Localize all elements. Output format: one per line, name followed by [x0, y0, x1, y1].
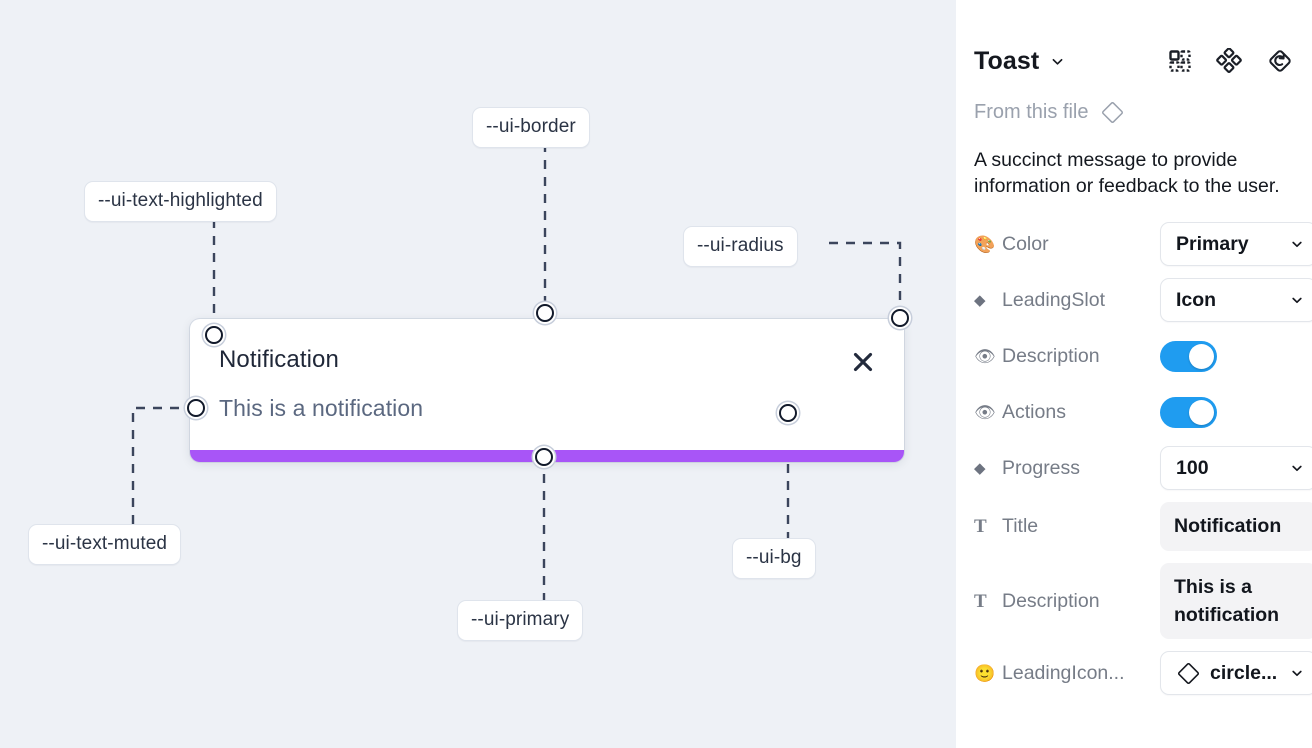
chevron-down-icon: [1284, 237, 1304, 251]
token-label-ui-text-highlighted[interactable]: --ui-text-highlighted: [84, 181, 277, 222]
property-row-color: 🎨 Color Primary: [974, 222, 1312, 267]
token-label-ui-primary[interactable]: --ui-primary: [457, 600, 584, 641]
property-name: Description: [1002, 344, 1100, 367]
from-this-file-row[interactable]: From this file: [974, 98, 1294, 126]
variants-icon[interactable]: [1216, 48, 1242, 74]
property-name: Progress: [1002, 456, 1081, 479]
handle-ui-text-muted[interactable]: [187, 399, 205, 417]
token-label-ui-bg[interactable]: --ui-bg: [732, 538, 816, 579]
handle-ui-primary[interactable]: [535, 448, 553, 466]
color-select[interactable]: Primary: [1160, 222, 1312, 267]
property-row-leadingicon: 🙂 LeadingIcon... circle...: [974, 651, 1312, 696]
property-label-description-text: T Description: [974, 590, 1160, 613]
component-set-icon[interactable]: [1168, 49, 1192, 73]
leadingicon-select[interactable]: circle...: [1160, 651, 1312, 696]
handle-ui-border[interactable]: [536, 304, 554, 322]
property-name: LeadingIcon...: [1002, 661, 1125, 684]
property-control: [1160, 396, 1312, 428]
property-control: 100: [1160, 446, 1312, 491]
property-label-leadingicon: 🙂 LeadingIcon...: [974, 662, 1160, 685]
token-label-ui-border[interactable]: --ui-border: [472, 107, 590, 148]
smiley-emoji-icon: 🙂: [974, 663, 996, 683]
property-name: Color: [1002, 232, 1049, 255]
property-control: Notification: [1160, 502, 1312, 551]
property-row-description-text: T Description This is a notification: [974, 562, 1312, 640]
toast-preview-card[interactable]: Notification This is a notification: [190, 319, 904, 462]
property-name: Description: [1002, 589, 1100, 612]
toast-description: This is a notification: [219, 395, 424, 421]
property-name: Actions: [1002, 400, 1066, 423]
handle-ui-bg[interactable]: [779, 404, 797, 422]
property-row-progress: ◆ Progress 100: [974, 446, 1312, 491]
progress-select-value: 100: [1176, 456, 1209, 479]
connector-ui-text-muted: [131, 406, 196, 524]
leadingslot-select[interactable]: Icon: [1160, 278, 1312, 323]
connector-ui-radius: [829, 241, 902, 317]
property-row-title: T Title Notification: [974, 502, 1312, 551]
reset-instance-icon[interactable]: [1266, 47, 1294, 75]
property-label-description: 👁 Description: [974, 345, 1160, 368]
toast-title: Notification: [219, 346, 339, 373]
eye-emoji-icon: 👁: [974, 346, 996, 366]
title-field[interactable]: Notification: [1160, 502, 1312, 551]
property-control: circle...: [1160, 651, 1312, 696]
diamond-icon: [1100, 100, 1125, 125]
diamond-icon: ◆: [974, 291, 986, 309]
description-field-value: This is a notification: [1174, 575, 1280, 626]
title-field-value: Notification: [1174, 515, 1282, 538]
property-label-actions: 👁 Actions: [974, 401, 1160, 424]
properties-panel: Toast: [956, 0, 1312, 748]
chevron-down-icon: [1284, 461, 1304, 475]
color-select-value: Primary: [1176, 232, 1249, 255]
design-canvas[interactable]: Notification This is a notification --ui…: [0, 0, 956, 748]
property-list: 🎨 Color Primary: [974, 222, 1312, 696]
property-control: This is a notification: [1160, 562, 1312, 640]
chevron-down-icon[interactable]: [1050, 54, 1065, 69]
eye-emoji-icon: 👁: [974, 402, 996, 422]
token-label-ui-text-muted[interactable]: --ui-text-muted: [28, 524, 182, 565]
property-label-leadingslot: ◆ LeadingSlot: [974, 289, 1160, 312]
component-description: A succinct message to provide informatio…: [974, 149, 1280, 197]
diamond-icon: [1176, 661, 1201, 686]
leadingicon-select-value: circle...: [1210, 661, 1278, 684]
property-control: [1160, 340, 1312, 372]
handle-ui-text-highlighted[interactable]: [205, 326, 223, 344]
diamond-icon: ◆: [974, 459, 986, 477]
token-label-ui-radius[interactable]: --ui-radius: [683, 226, 798, 267]
property-control: Icon: [1160, 278, 1312, 323]
leadingslot-select-value: Icon: [1176, 288, 1217, 311]
progress-select[interactable]: 100: [1160, 446, 1312, 491]
property-name: Title: [1002, 515, 1039, 538]
close-icon[interactable]: [848, 347, 878, 377]
toggle-knob: [1189, 343, 1214, 369]
panel-header: Toast: [974, 32, 1294, 90]
text-glyph-icon: T: [974, 516, 987, 538]
property-row-leadingslot: ◆ LeadingSlot Icon: [974, 278, 1312, 323]
description-toggle[interactable]: [1160, 340, 1217, 372]
header-icon-group: [1168, 47, 1294, 75]
property-control: Primary: [1160, 222, 1312, 267]
property-label-color: 🎨 Color: [974, 233, 1160, 256]
property-label-progress: ◆ Progress: [974, 457, 1160, 480]
page-title: Toast: [974, 46, 1040, 75]
palette-emoji-icon: 🎨: [974, 234, 996, 254]
property-row-actions-toggle: 👁 Actions: [974, 390, 1294, 434]
actions-toggle[interactable]: [1160, 396, 1217, 428]
property-row-description-toggle: 👁 Description: [974, 334, 1294, 378]
text-glyph-icon: T: [974, 590, 987, 612]
chevron-down-icon: [1284, 666, 1304, 680]
toggle-knob: [1189, 399, 1214, 425]
chevron-down-icon: [1284, 293, 1304, 307]
property-label-title: T Title: [974, 515, 1160, 538]
from-this-file-label: From this file: [974, 100, 1089, 123]
description-field[interactable]: This is a notification: [1160, 562, 1312, 640]
handle-ui-radius[interactable]: [891, 309, 909, 327]
property-name: LeadingSlot: [1002, 288, 1106, 311]
